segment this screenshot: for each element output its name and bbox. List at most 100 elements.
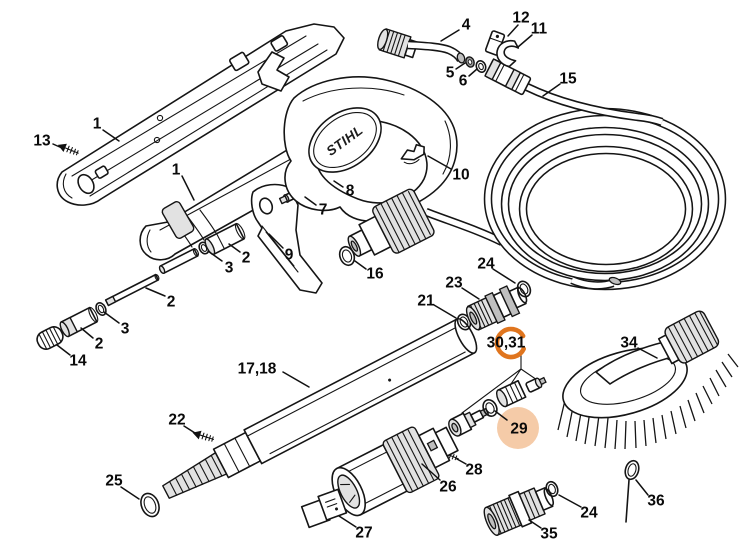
clamp-part-11 xyxy=(496,39,520,68)
leader-line-27 xyxy=(338,515,357,528)
adapter-part-35 xyxy=(483,487,555,536)
part-label-27: 27 xyxy=(355,525,372,542)
outlet-coupler xyxy=(347,188,435,257)
leader-line-26 xyxy=(421,463,441,481)
part-label-24: 24 xyxy=(477,256,495,273)
leader-line-17,18 xyxy=(282,371,310,388)
part-label-26: 26 xyxy=(439,479,457,496)
trigger xyxy=(250,183,323,294)
part-label-10: 10 xyxy=(452,167,469,184)
part-label-1: 1 xyxy=(172,162,181,179)
leader-line-22 xyxy=(183,425,196,434)
handle-upper-shell xyxy=(56,23,345,206)
rod-part-2b xyxy=(104,273,160,307)
washer-part-5 xyxy=(465,56,475,68)
leader-line-36 xyxy=(635,479,649,496)
screw-part-22 xyxy=(192,430,215,442)
elbow-cap xyxy=(456,52,466,64)
leader-line-24 xyxy=(492,268,516,284)
part-label-21: 21 xyxy=(417,293,435,310)
hose-fitting-part-15 xyxy=(484,58,532,96)
nipple-part-23 xyxy=(465,285,528,331)
leader-line-29 xyxy=(494,410,508,421)
oring-part-25 xyxy=(140,492,160,518)
leader-line-6 xyxy=(468,68,478,77)
part-label-1: 1 xyxy=(93,116,102,133)
oring-part-24-bottom xyxy=(545,480,559,498)
oring-part-29 xyxy=(482,399,498,417)
leader-line-9 xyxy=(268,233,284,249)
part-label-6: 6 xyxy=(459,73,468,90)
part-label-16: 16 xyxy=(366,266,384,283)
brand-logo-oval: STIHL xyxy=(308,107,382,173)
part-label-3: 3 xyxy=(121,321,130,338)
oring-part-3a xyxy=(95,302,107,316)
leader-line-28 xyxy=(456,458,467,465)
part-label-25: 25 xyxy=(105,473,123,490)
part-label-29: 29 xyxy=(510,421,528,438)
part-label-36: 36 xyxy=(647,493,665,510)
part-label-22: 22 xyxy=(168,412,185,429)
leader-line-10 xyxy=(427,155,452,170)
screw-part-13 xyxy=(57,143,79,156)
elbow-fitting-part-4 xyxy=(377,28,419,59)
leader-line-21 xyxy=(433,304,457,319)
leader-line-8 xyxy=(333,180,344,188)
leader-line-5 xyxy=(455,62,466,70)
spring-part-14 xyxy=(36,326,64,350)
lance-tube xyxy=(162,317,478,499)
leader-line-3 xyxy=(103,311,120,324)
pin-part-2 xyxy=(158,248,200,275)
sticker-labels-part-27 xyxy=(300,488,348,529)
highlight-circle-29 xyxy=(497,407,539,449)
nozzle-connector-lines xyxy=(461,353,544,414)
part-label-2: 2 xyxy=(95,336,104,353)
part-label-35: 35 xyxy=(540,526,558,543)
leader-line-13 xyxy=(52,143,63,149)
leader-line-12 xyxy=(507,24,519,37)
oring-part-36 xyxy=(624,459,640,523)
leader-line-2 xyxy=(145,287,166,297)
part-label-8: 8 xyxy=(346,183,355,200)
leader-line-25 xyxy=(120,486,140,500)
leader-line-2 xyxy=(80,327,94,339)
wash-brush-part-34 xyxy=(557,310,739,450)
part-label-14: 14 xyxy=(69,353,87,370)
coupler-part-26 xyxy=(331,426,459,517)
bushing-part-2a xyxy=(59,306,99,338)
part-label-3: 3 xyxy=(225,260,234,277)
part-label-23: 23 xyxy=(445,275,463,292)
part-label-5: 5 xyxy=(446,65,455,82)
hose-coil xyxy=(483,83,727,291)
leader-line-16 xyxy=(354,260,367,270)
lock-lever-part-10 xyxy=(400,143,425,165)
grooved-sleeve-part xyxy=(495,379,527,408)
part-label-2: 2 xyxy=(242,250,251,267)
leader-line-4 xyxy=(440,29,460,42)
part-label-7: 7 xyxy=(319,202,328,219)
part-label-15: 15 xyxy=(559,71,577,88)
nozzle-tip-part xyxy=(525,376,547,393)
hose-to-coil-inner xyxy=(425,209,504,245)
leader-line-35 xyxy=(528,519,542,529)
part-label-28: 28 xyxy=(465,462,483,479)
leader-line-3 xyxy=(207,250,223,262)
leader-line-15 xyxy=(542,83,561,97)
part-label-34: 34 xyxy=(620,335,638,352)
leader-line-1 xyxy=(181,175,195,201)
part-label-4: 4 xyxy=(462,17,471,34)
part-label-17,18: 17,18 xyxy=(238,361,277,378)
leader-line-24 xyxy=(558,494,582,508)
leader-line-1 xyxy=(102,129,120,142)
leader-line-23 xyxy=(461,287,480,300)
oring-part-6 xyxy=(475,60,487,73)
nozzle-body-part xyxy=(448,407,490,437)
part-label-24: 24 xyxy=(580,505,598,522)
oring-part-16 xyxy=(338,245,356,267)
leader-line-14 xyxy=(56,344,71,356)
part-label-9: 9 xyxy=(285,247,294,264)
leader-line-11 xyxy=(517,34,533,48)
